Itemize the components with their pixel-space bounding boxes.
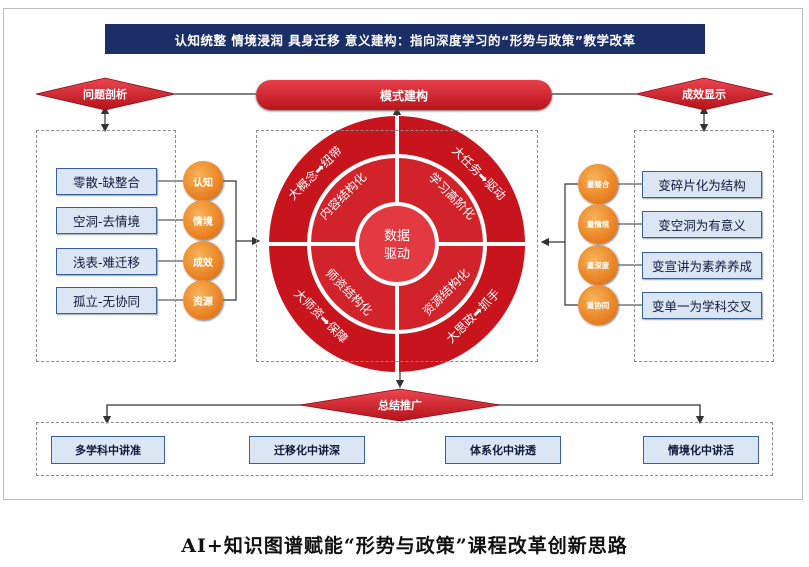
right-orb: 重整合 bbox=[578, 164, 618, 204]
outcomes-panel bbox=[634, 130, 774, 362]
core-text-2: 驱动 bbox=[384, 247, 410, 262]
left-orb: 资源 bbox=[183, 280, 223, 320]
problem-box: 零散-缺整合 bbox=[56, 168, 157, 195]
problems-panel bbox=[36, 130, 176, 362]
right-diamond-label: 成效显示 bbox=[682, 87, 726, 101]
summary-panel bbox=[36, 422, 773, 476]
model-construction-pill: 模式建构 bbox=[256, 80, 552, 110]
problem-box: 空洞-去情境 bbox=[56, 207, 157, 234]
center-panel bbox=[256, 130, 538, 362]
bottom-diamond bbox=[299, 388, 501, 422]
outcome-box: 变宣讲为素养养成 bbox=[642, 252, 762, 279]
summary-box: 多学科中讲准 bbox=[51, 436, 165, 464]
right-orb: 重协同 bbox=[578, 285, 618, 325]
bottom-diamond-label: 总结推广 bbox=[378, 398, 422, 412]
center-donut: 数据 驱动 内容结构化 学习高阶化 资源结构化 师资结构化 大概念➡纽带 大任务… bbox=[269, 116, 525, 372]
left-orb: 认知 bbox=[183, 161, 223, 201]
summary-box: 情境化中讲活 bbox=[643, 436, 759, 464]
left-diamond-label: 问题剖析 bbox=[83, 87, 127, 101]
summary-box: 迁移化中讲深 bbox=[249, 436, 365, 464]
left-diamond bbox=[35, 77, 176, 111]
title-banner: 认知统整 情境浸润 具身迁移 意义建构：指向深度学习的“形势与政策”教学改革 bbox=[105, 24, 705, 54]
right-diamond bbox=[635, 77, 774, 111]
core-text-1: 数据 bbox=[384, 229, 410, 244]
outcome-box: 变单一为学科交叉 bbox=[642, 292, 762, 319]
outcome-box: 变空洞为有意义 bbox=[642, 211, 762, 238]
right-orb: 重情境 bbox=[578, 204, 618, 244]
right-orb: 重深度 bbox=[578, 245, 618, 285]
core-circle bbox=[359, 206, 435, 282]
outcome-box: 变碎片化为结构 bbox=[642, 171, 762, 198]
problem-box: 孤立-无协同 bbox=[56, 287, 157, 314]
left-orb: 成效 bbox=[183, 241, 223, 281]
figure-caption: AI+知识图谱赋能“形势与政策”课程改革创新思路 bbox=[181, 535, 628, 557]
left-orb: 情境 bbox=[183, 200, 223, 240]
summary-box: 体系化中讲透 bbox=[445, 436, 561, 464]
problem-box: 浅表-难迁移 bbox=[56, 248, 157, 275]
